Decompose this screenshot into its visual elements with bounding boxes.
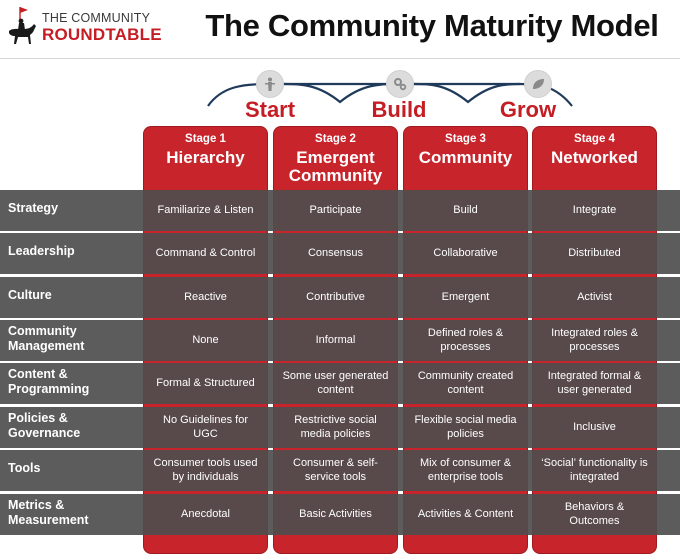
grid-cell: Some user generated content bbox=[282, 370, 389, 396]
row-label: Leadership bbox=[8, 244, 75, 258]
grid-cell: Inclusive bbox=[573, 420, 616, 433]
row-band bbox=[0, 363, 680, 404]
stage-number: Stage 4 bbox=[574, 133, 615, 145]
grid-cell: Activist bbox=[577, 290, 612, 303]
grid-cell: Anecdotal bbox=[181, 507, 230, 520]
grid-cell: Mix of consumer & enterprise tools bbox=[419, 457, 512, 483]
logo-text-top: THE COMMUNITY bbox=[42, 11, 151, 25]
grid-cell: Community created content bbox=[417, 370, 514, 396]
phase-label-grow: Grow bbox=[499, 97, 557, 122]
gears-icon bbox=[386, 70, 414, 98]
grid-cell: Command & Control bbox=[155, 246, 256, 259]
row-band bbox=[0, 494, 680, 535]
grid-cell: Contributive bbox=[306, 290, 365, 303]
row-label: Content & Programming bbox=[8, 366, 90, 396]
title-divider bbox=[0, 58, 680, 59]
grid-cell: Emergent bbox=[441, 290, 490, 303]
stage-name: Hierarchy bbox=[166, 148, 245, 167]
grid-cell: Reactive bbox=[184, 290, 227, 303]
phase-label-build: Build bbox=[371, 97, 427, 122]
row-label: Metrics & Measurement bbox=[8, 497, 89, 527]
grid-cell: Consumer & self- service tools bbox=[293, 457, 378, 483]
stage-number: Stage 1 bbox=[185, 133, 226, 145]
grid-cell: ‘Social’ functionality is integrated bbox=[541, 457, 648, 483]
row-band bbox=[0, 190, 680, 231]
logo-text-bottom: ROUNDTABLE bbox=[42, 25, 162, 44]
grid-cell: Integrated roles & processes bbox=[551, 327, 638, 353]
row-band bbox=[0, 407, 680, 448]
grid-cell: Activities & Content bbox=[417, 507, 514, 520]
grid-cell: Integrate bbox=[572, 203, 617, 216]
row-label: Community Management bbox=[8, 323, 85, 353]
stage-number: Stage 2 bbox=[315, 133, 356, 145]
grid-cell: No Guidelines for UGC bbox=[163, 414, 248, 440]
grid-cell: Collaborative bbox=[433, 246, 498, 259]
grid-cell: Flexible social media policies bbox=[414, 414, 517, 440]
row-label: Policies & Governance bbox=[8, 410, 81, 440]
stage-name: Emergent Community bbox=[288, 148, 383, 185]
grid-cell: Restrictive social media policies bbox=[294, 414, 377, 440]
phase-label-start: Start bbox=[244, 97, 296, 122]
grid-cell: Familiarize & Listen bbox=[157, 203, 254, 216]
horse-rider-icon bbox=[9, 7, 36, 44]
row-label: Tools bbox=[8, 461, 41, 475]
person-icon bbox=[256, 70, 284, 98]
leaf-icon bbox=[524, 70, 552, 98]
grid-cell: Consumer tools used by individuals bbox=[153, 457, 258, 483]
grid-cell: None bbox=[192, 333, 219, 346]
grid-cell: Informal bbox=[315, 333, 356, 346]
grid-cell: Defined roles & processes bbox=[427, 327, 504, 353]
phase-arc bbox=[207, 82, 573, 107]
row-band bbox=[0, 277, 680, 318]
row-band bbox=[0, 450, 680, 491]
community-roundtable-logo: THE COMMUNITY ROUNDTABLE bbox=[6, 4, 176, 50]
grid-cell: Build bbox=[453, 203, 478, 216]
row-label: Culture bbox=[8, 288, 52, 302]
stage-number: Stage 3 bbox=[445, 133, 486, 145]
grid-cell: Formal & Structured bbox=[156, 376, 255, 389]
page-title: The Community Maturity Model bbox=[205, 8, 659, 43]
stage-name: Networked bbox=[551, 148, 638, 167]
row-band bbox=[0, 233, 680, 274]
grid-cell: Consensus bbox=[307, 246, 364, 259]
grid-cell: Behaviors & Outcomes bbox=[564, 501, 625, 527]
row-band bbox=[0, 320, 680, 361]
grid-cell: Participate bbox=[309, 203, 362, 216]
grid-cell: Basic Activities bbox=[299, 507, 372, 520]
grid-cell: Distributed bbox=[568, 246, 621, 259]
stage-name: Community bbox=[418, 148, 513, 167]
row-label: Strategy bbox=[8, 201, 59, 215]
grid-cell: Integrated formal & user generated bbox=[547, 370, 642, 396]
